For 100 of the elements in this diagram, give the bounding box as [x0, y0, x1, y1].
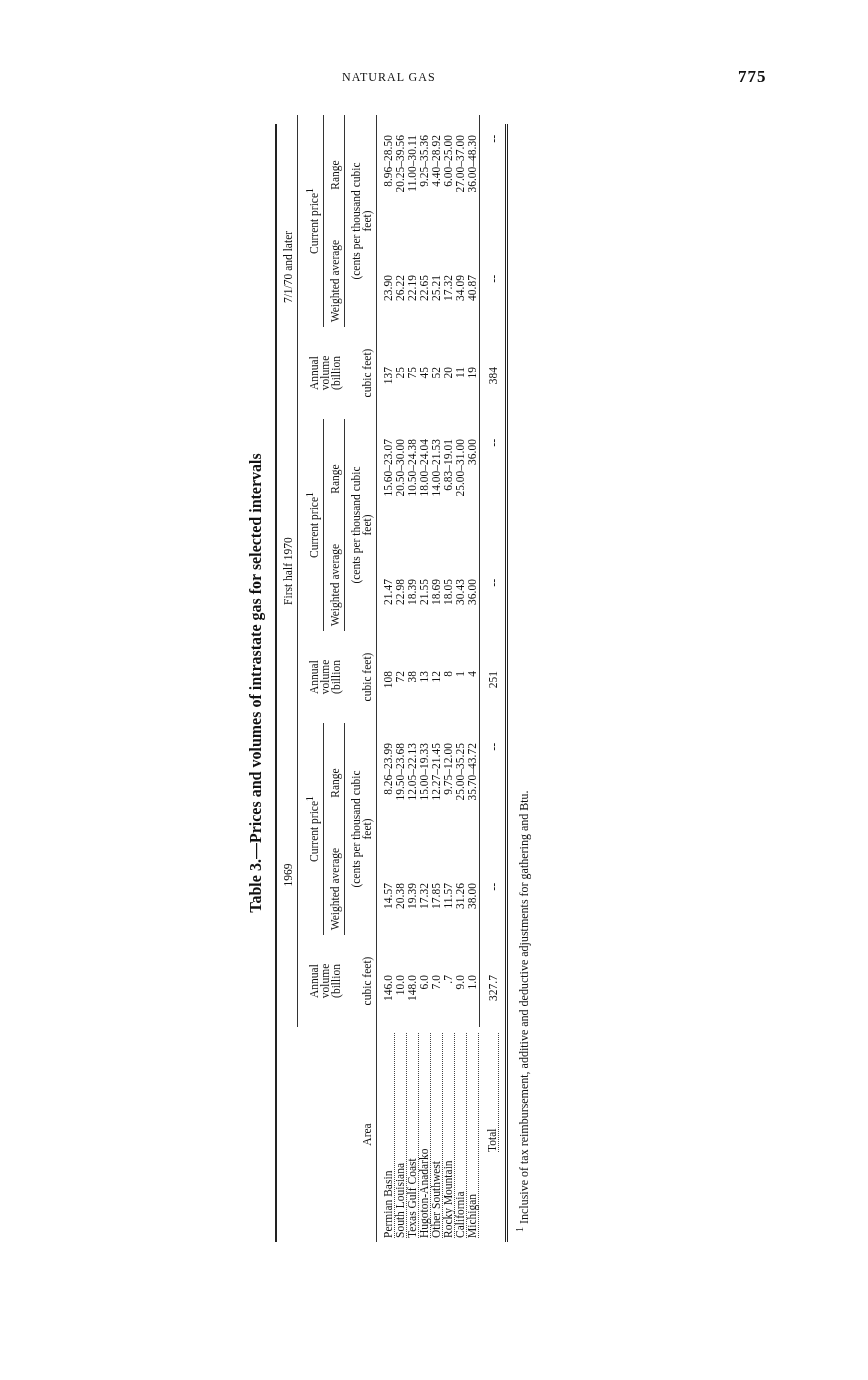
- column-header: 7/1/70 and later: [283, 230, 294, 304]
- data-value: 6.0: [418, 975, 431, 990]
- column-header: 1969: [283, 863, 294, 887]
- column-header: cubic feet): [361, 956, 373, 1006]
- column-header: Area: [361, 1123, 373, 1146]
- data-value: 31.26: [454, 883, 467, 909]
- row-label: Michigan: [466, 1033, 479, 1238]
- data-value: 18.05: [442, 579, 455, 605]
- data-value: 4.40–28.92: [430, 135, 443, 187]
- data-value: 25.00–35.25: [454, 743, 467, 801]
- data-value: 251: [487, 671, 499, 689]
- data-value: 12.27–21.45: [430, 743, 443, 801]
- data-value: 52: [430, 367, 443, 379]
- data-value: 35.70–43.72: [466, 743, 479, 801]
- data-value: 20.50–30.00: [394, 439, 407, 497]
- data-value: --: [487, 135, 499, 143]
- data-value: 36.00: [466, 439, 479, 465]
- column-header: Weighted average: [329, 239, 341, 323]
- data-value: 15.00–19.33: [418, 743, 431, 801]
- row-label: Hugoton-Anadarko: [418, 1033, 431, 1238]
- data-value: 25.21: [430, 275, 443, 301]
- data-value: 22.19: [406, 275, 419, 301]
- data-value: 1.0: [466, 975, 479, 990]
- total-label: Total: [486, 1033, 499, 1152]
- row-label: South Louisiana: [394, 1033, 407, 1238]
- data-value: 9.0: [454, 975, 467, 990]
- data-value: --: [487, 579, 499, 587]
- data-value: 137: [382, 367, 395, 385]
- data-value: 17.85: [430, 883, 443, 909]
- data-value: 7.0: [430, 975, 443, 990]
- column-header: (cents per thousand cubic feet): [350, 161, 373, 282]
- column-header: (cents per thousand cubic feet): [350, 769, 373, 890]
- row-label: Rocky Mountain: [442, 1033, 455, 1238]
- running-header: NATURAL GAS: [342, 70, 436, 85]
- row-label: California: [454, 1033, 467, 1238]
- data-value: 45: [418, 367, 431, 379]
- data-value: 9.75–12.00: [442, 743, 455, 795]
- data-value: 21.55: [418, 579, 431, 605]
- data-value: 11.57: [442, 883, 455, 909]
- data-value: 10.50–24.38: [406, 439, 419, 497]
- data-value: 40.87: [466, 275, 479, 301]
- data-value: 72: [394, 671, 407, 683]
- data-value: 19.50–23.68: [394, 743, 407, 801]
- data-value: 148.0: [406, 975, 419, 1001]
- data-value: 22.65: [418, 275, 431, 301]
- data-value: 8.26–23.99: [382, 743, 395, 795]
- row-label: Texas Gulf Coast: [406, 1033, 419, 1238]
- data-value: 26.22: [394, 275, 407, 301]
- data-value: 30.43: [454, 579, 467, 605]
- column-header: First half 1970: [283, 537, 294, 605]
- row-label: Other Southwest: [430, 1033, 443, 1238]
- column-header: Annual volume (billion: [308, 354, 342, 393]
- data-value: 12: [430, 671, 443, 683]
- column-header: Annual volume (billion: [308, 962, 342, 1001]
- data-value: 13: [418, 671, 431, 683]
- data-value: 25: [394, 367, 407, 379]
- data-value: 15.60–23.07: [382, 439, 395, 497]
- data-value: 23.90: [382, 275, 395, 301]
- data-value: 19.39: [406, 883, 419, 909]
- data-value: 9.25–35.36: [418, 135, 431, 187]
- data-value: 146.0: [382, 975, 395, 1001]
- data-value: 6.83–19.01: [442, 439, 455, 491]
- data-value: 4: [466, 671, 479, 677]
- data-value: 11.00–30.11: [406, 135, 419, 192]
- column-header: (cents per thousand cubic feet): [350, 465, 373, 586]
- data-value: 75: [406, 367, 419, 379]
- table-title: Table 3.—Prices and volumes of intrastate gas for selected intervals: [246, 452, 266, 915]
- data-value: 1: [454, 671, 467, 677]
- data-value: 38: [406, 671, 419, 683]
- data-value: 17.32: [442, 275, 455, 301]
- data-value: 20.38: [394, 883, 407, 909]
- data-value: 34.09: [454, 275, 467, 301]
- data-value: --: [487, 883, 499, 891]
- data-value: 108: [382, 671, 395, 689]
- data-value: 22.98: [394, 579, 407, 605]
- data-value: 20.25–39.56: [394, 135, 407, 193]
- column-header: Annual volume (billion: [308, 658, 342, 697]
- column-header: cubic feet): [361, 652, 373, 702]
- data-value: 36.00: [466, 579, 479, 605]
- data-value: 12.05–22.13: [406, 743, 419, 801]
- data-value: 17.32: [418, 883, 431, 909]
- data-value: 19: [466, 367, 479, 379]
- column-header: cubic feet): [361, 348, 373, 398]
- data-value: 14.00–21.53: [430, 439, 443, 497]
- column-header: Weighted average: [329, 847, 341, 931]
- data-value: 18.69: [430, 579, 443, 605]
- data-value: 14.57: [382, 883, 395, 909]
- data-value: .7: [442, 975, 455, 984]
- column-header: Range: [329, 464, 341, 494]
- column-header: Weighted average: [329, 543, 341, 627]
- column-header: Range: [329, 768, 341, 798]
- data-value: 27.00–37.00: [454, 135, 467, 193]
- row-label: Permian Basin: [382, 1033, 395, 1238]
- column-header: Range: [329, 160, 341, 190]
- data-value: 20: [442, 367, 455, 379]
- data-value: 384: [487, 367, 499, 385]
- data-value: 38.00: [466, 883, 479, 909]
- data-value: 21.47: [382, 579, 395, 605]
- data-value: 25.00–31.00: [454, 439, 467, 497]
- data-value: --: [487, 439, 499, 447]
